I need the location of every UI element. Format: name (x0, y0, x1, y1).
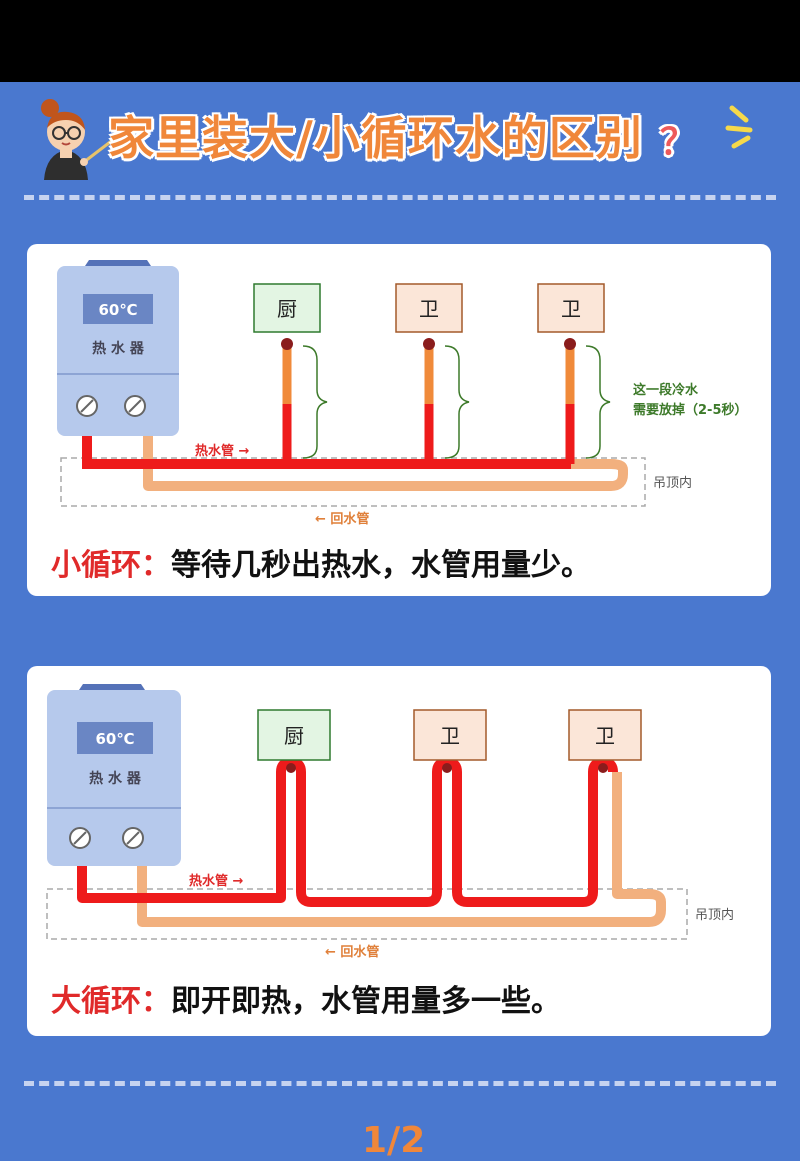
room-bath-2 (568, 709, 642, 761)
caption-key: 小循环： (51, 548, 171, 583)
caption-text: 即开即热，水管用量多一些。 (171, 984, 561, 1019)
room-kitchen (253, 283, 321, 333)
divider-top (24, 195, 776, 200)
brace (444, 345, 470, 459)
room-kitchen (257, 709, 331, 761)
room-bath-2-label: 卫 (561, 297, 581, 321)
tap-joint (423, 338, 435, 350)
return-pipe-label: ← 回水管 (315, 511, 369, 527)
tap-joint (442, 763, 452, 773)
room-bath-1 (395, 283, 463, 333)
room-bath-1-label: 卫 (419, 297, 439, 321)
divider-bottom (24, 1081, 776, 1086)
room-kitchen-label: 厨 (284, 724, 304, 748)
water-heater: 60℃ 热 水 器 (47, 684, 181, 866)
ceiling-label: 吊顶内 (695, 907, 734, 923)
caption-key: 大循环： (51, 984, 171, 1019)
hot-pipe (82, 436, 571, 469)
ceiling-zone (46, 888, 688, 940)
teacher-avatar-icon (41, 99, 119, 180)
title-question-mark: ？ (659, 122, 697, 163)
caption-text: 等待几秒出热水，水管用量少。 (171, 548, 591, 583)
ceiling-label: 吊顶内 (653, 475, 692, 491)
brace (585, 345, 611, 459)
return-pipe (137, 772, 666, 927)
valve-icon (76, 395, 98, 417)
cold-water-note-line2: 需要放掉（2-5秒） (633, 402, 748, 418)
tap-joint (286, 763, 296, 773)
return-pipe-label: ← 回水管 (325, 944, 379, 960)
heater-label: 热 水 器 (92, 340, 145, 357)
tap-joint (281, 338, 293, 350)
valve-icon (69, 827, 91, 849)
ceiling-zone (60, 457, 646, 507)
top-black-bar (0, 0, 800, 82)
brace (302, 345, 328, 459)
hot-pipe-label: 热水管 → (195, 443, 250, 459)
tap-joint (564, 338, 576, 350)
page-indicator: 1/2 (362, 1120, 426, 1161)
room-bath-2-label: 卫 (595, 724, 615, 748)
hot-pipe-label: 热水管 → (189, 873, 244, 889)
room-bath-2 (537, 283, 605, 333)
small-loop-diagram: 60℃ 热 水 器 吊顶内 厨 (57, 260, 748, 527)
header: 家里装大/小循环水的区别 ？ (0, 92, 800, 182)
small-loop-panel: 60℃ 热 水 器 吊顶内 厨 (27, 244, 771, 596)
room-bath-1 (413, 709, 487, 761)
hot-pipe-serpentine (77, 757, 618, 907)
big-loop-panel: 60℃ 热 水 器 吊顶内 厨 卫 卫 热水管 → ← (27, 666, 771, 1036)
cold-water-note-line1: 这一段冷水 (633, 382, 699, 398)
big-loop-diagram: 60℃ 热 水 器 吊顶内 厨 卫 卫 热水管 → ← (46, 684, 734, 960)
room-kitchen-label: 厨 (277, 297, 297, 321)
tap-joint (598, 763, 608, 773)
small-loop-caption: 小循环：等待几秒出热水，水管用量少。 (51, 540, 591, 584)
valve-icon (122, 827, 144, 849)
heater-temperature: 60℃ (95, 730, 134, 748)
big-loop-caption: 大循环：即开即热，水管用量多一些。 (51, 976, 561, 1020)
return-pipe (143, 436, 628, 491)
temperature-display (83, 294, 153, 324)
valve-icon (124, 395, 146, 417)
page-title: 家里装大/小循环水的区别 (108, 111, 643, 165)
temperature-display (77, 722, 153, 754)
water-heater: 60℃ 热 水 器 (57, 260, 179, 436)
heater-label: 热 水 器 (89, 770, 142, 787)
heater-temperature: 60℃ (98, 301, 137, 319)
sparkle-icon (725, 105, 753, 149)
room-bath-1-label: 卫 (440, 724, 460, 748)
